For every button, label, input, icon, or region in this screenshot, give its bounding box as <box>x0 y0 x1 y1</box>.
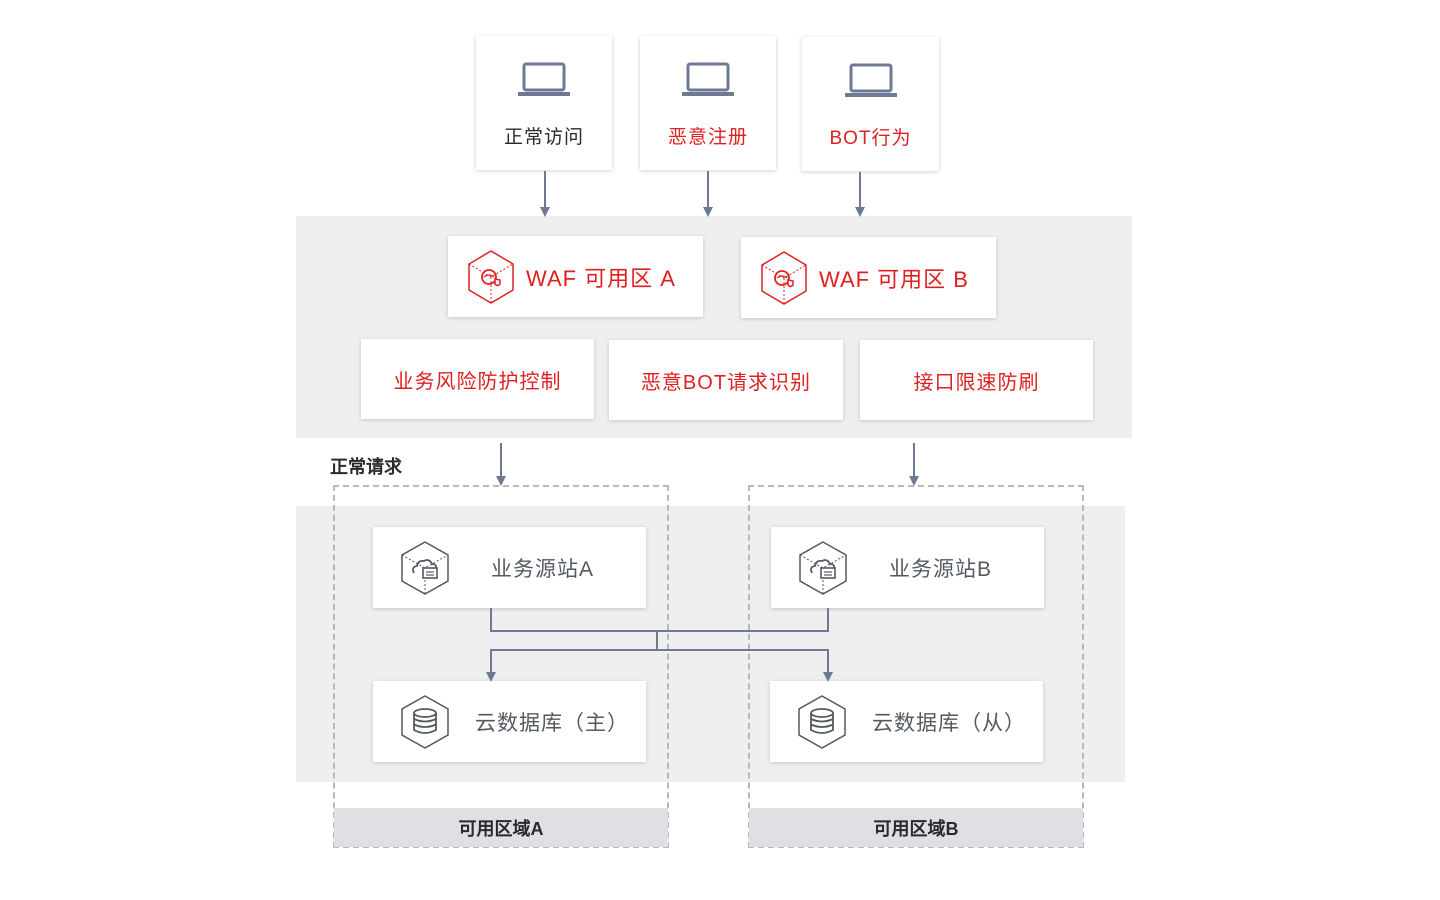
func-card-risk-control: 业务风险防护控制 <box>361 339 594 419</box>
func-card-bot-detection: 恶意BOT请求识别 <box>609 340 843 420</box>
client-card-bot: BOT行为 <box>802 37 939 171</box>
client-label-malicious-register: 恶意注册 <box>667 127 748 148</box>
waf-shield-icon <box>468 249 514 304</box>
origin-label-b: 业务源站B <box>889 557 993 581</box>
database-label-replica: 云数据库（从） <box>872 711 1026 735</box>
database-card-replica: 云数据库（从） <box>770 681 1043 762</box>
zone-a-box <box>333 485 669 848</box>
cloud-server-icon <box>799 540 847 595</box>
func-label-rate-limit: 接口限速防刷 <box>913 371 1040 394</box>
client-label-normal: 正常访问 <box>503 127 584 148</box>
client-card-normal: 正常访问 <box>476 36 612 170</box>
database-split-line <box>490 649 829 676</box>
database-label-primary: 云数据库（主） <box>475 711 629 735</box>
database-icon <box>401 694 449 749</box>
zone-b-footer-label: 可用区域B <box>873 818 959 839</box>
waf-card-b: WAF 可用区 B <box>741 237 996 318</box>
cloud-server-icon <box>401 540 449 595</box>
origin-card-a: 业务源站A <box>373 527 646 608</box>
normal-request-label: 正常请求 <box>330 457 402 477</box>
origin-merge-line <box>490 608 829 632</box>
waf-label-a: WAF 可用区 A <box>526 265 676 291</box>
zone-a-footer: 可用区域A <box>334 808 668 847</box>
laptop-icon <box>518 62 570 96</box>
func-label-risk-control: 业务风险防护控制 <box>393 370 562 393</box>
laptop-icon <box>682 62 734 96</box>
laptop-icon <box>844 63 897 97</box>
zone-b-footer: 可用区域B <box>749 808 1083 847</box>
func-label-bot-detection: 恶意BOT请求识别 <box>640 371 812 394</box>
origin-label-a: 业务源站A <box>491 557 595 581</box>
waf-label-b: WAF 可用区 B <box>819 266 969 292</box>
origin-card-b: 业务源站B <box>771 527 1044 608</box>
database-card-primary: 云数据库（主） <box>373 681 646 762</box>
zone-b-box <box>748 485 1084 848</box>
database-icon <box>798 694 846 749</box>
func-card-rate-limit: 接口限速防刷 <box>860 340 1093 420</box>
waf-shield-icon <box>761 250 807 305</box>
zone-a-footer-label: 可用区域A <box>458 818 544 839</box>
waf-card-a: WAF 可用区 A <box>448 236 703 317</box>
client-label-bot: BOT行为 <box>829 128 912 149</box>
client-card-malicious-register: 恶意注册 <box>640 36 776 170</box>
